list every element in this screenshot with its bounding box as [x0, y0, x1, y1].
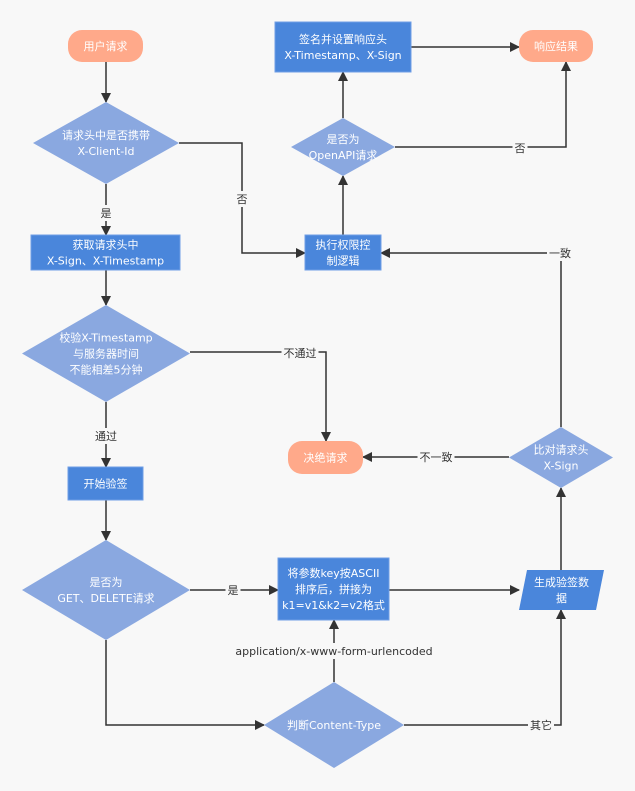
edge-compare_sign-to-reject: 不一致: [362, 449, 509, 465]
edge-label-bg: [234, 191, 250, 207]
edge-label: 是: [101, 207, 112, 220]
decision-shape: [33, 102, 179, 184]
edge-label-bg: [512, 140, 528, 156]
node-has-client-id: 请求头中是否携带 X-Client-Id: [33, 102, 179, 184]
edge-label-bg: [547, 245, 573, 261]
edge-label: 是: [228, 584, 239, 597]
edge-label: 否: [237, 193, 248, 206]
node-text: 生成验签数: [534, 575, 589, 589]
node-sort-params: 将参数key按ASCII 排序后，拼接为 k1=v1&k2=v2格式: [277, 557, 390, 621]
decision-shape: [22, 540, 190, 640]
node-text: 开始验签: [84, 477, 128, 491]
edge-is_openapi-to-response: 否: [395, 61, 571, 156]
edge-line: [395, 61, 571, 148]
node-compare-sign: 比对请求头 X-Sign: [509, 427, 613, 488]
edge-is_get_delete-to-content_type: [105, 640, 265, 730]
edge-line: [190, 351, 331, 442]
edge-check_timestamp-to-start_verify: 通过: [93, 402, 119, 468]
terminal-shape: [288, 441, 363, 474]
edge-label: 一致: [549, 246, 571, 260]
node-text: k1=v1&k2=v2格式: [282, 598, 385, 612]
node-text: 比对请求头: [534, 443, 589, 457]
node-text: 判断Content-Type: [287, 718, 381, 732]
node-text: X-Client-Id: [78, 145, 135, 158]
decision-shape: [509, 427, 613, 488]
node-text: 用户请求: [84, 39, 128, 53]
edge-label-bg: [417, 449, 455, 465]
node-text: 制逻辑: [327, 254, 360, 268]
node-text: 获取请求头中: [73, 239, 139, 252]
terminal-shape: [68, 30, 143, 62]
edge-content_type-to-gen_sign_data: 其它: [404, 609, 566, 733]
node-is-openapi: 是否为 OpenAPI请求: [291, 118, 395, 176]
terminal-shape: [519, 30, 593, 62]
decision-shape: [264, 682, 404, 768]
edge-line: [404, 609, 566, 726]
process-shape: [274, 21, 412, 73]
node-get-headers: 获取请求头中 X-Sign、X-Timestamp: [30, 234, 181, 271]
node-text: GET、DELETE请求: [57, 592, 154, 605]
node-text: 响应结果: [534, 39, 578, 53]
node-reject: 决绝请求: [288, 441, 363, 474]
edge-label-bg: [93, 428, 119, 444]
edge-is_get_delete-to-sort_params: 是: [190, 582, 279, 598]
edge-check_timestamp-to-reject: 不通过: [190, 345, 331, 442]
edge-has_client_id-to-get_headers: 是: [98, 184, 114, 236]
edge-label-bg: [98, 205, 114, 221]
edge-label-bg: [229, 643, 439, 659]
node-text: 与服务器时间: [73, 348, 139, 361]
node-sign-response: 签名并设置响应头 X-Timestamp、X-Sign: [274, 21, 412, 73]
edge-compare_sign-to-access_control: 一致: [380, 245, 573, 427]
node-text: X-Sign、X-Timestamp: [47, 255, 164, 268]
edge-label: 不通过: [284, 347, 317, 360]
node-response: 响应结果: [519, 30, 593, 62]
edge-content_type-to-sort_params: application/x-www-form-urlencoded: [229, 619, 439, 682]
edge-label: 其它: [530, 718, 552, 732]
node-text: OpenAPI请求: [309, 149, 378, 162]
node-content-type: 判断Content-Type: [264, 682, 404, 768]
process-shape: [67, 466, 144, 501]
edge-has_client_id-to-access_control: 否: [179, 142, 306, 258]
decision-shape: [291, 118, 395, 176]
node-text: 据: [556, 591, 567, 605]
edge-label: 不一致: [420, 450, 453, 464]
edge-label: 否: [515, 142, 526, 155]
node-text: 将参数key按ASCII: [288, 566, 380, 580]
node-text: 是否为: [327, 133, 360, 146]
edge-line: [105, 640, 265, 730]
data-shape: [519, 570, 604, 610]
process-shape: [304, 234, 382, 271]
edge-label-bg: [528, 717, 554, 733]
node-text: 签名并设置响应头: [299, 32, 387, 46]
node-text: 执行权限控: [316, 238, 371, 252]
edge-label: application/x-www-form-urlencoded: [235, 645, 432, 658]
process-shape: [30, 234, 181, 271]
node-text: 请求头中是否携带: [62, 128, 150, 142]
edge-label-bg: [281, 345, 319, 361]
edge-line: [380, 248, 562, 427]
node-start-verify: 开始验签: [67, 466, 144, 501]
node-text: X-Timestamp、X-Sign: [284, 49, 401, 62]
node-start: 用户请求: [68, 30, 143, 62]
node-text: 不能相差5分钟: [70, 363, 143, 377]
node-text: 是否为: [90, 576, 123, 589]
process-shape: [277, 557, 390, 621]
node-text: 决绝请求: [304, 451, 348, 465]
edge-label-bg: [225, 582, 241, 598]
edge-label: 通过: [95, 430, 117, 443]
node-text: 校验X-Timestamp: [59, 331, 152, 345]
decision-shape: [22, 305, 190, 402]
node-is-get-delete: 是否为 GET、DELETE请求: [22, 540, 190, 640]
node-text: X-Sign: [544, 460, 579, 473]
node-text: 排序后，拼接为: [295, 582, 372, 596]
